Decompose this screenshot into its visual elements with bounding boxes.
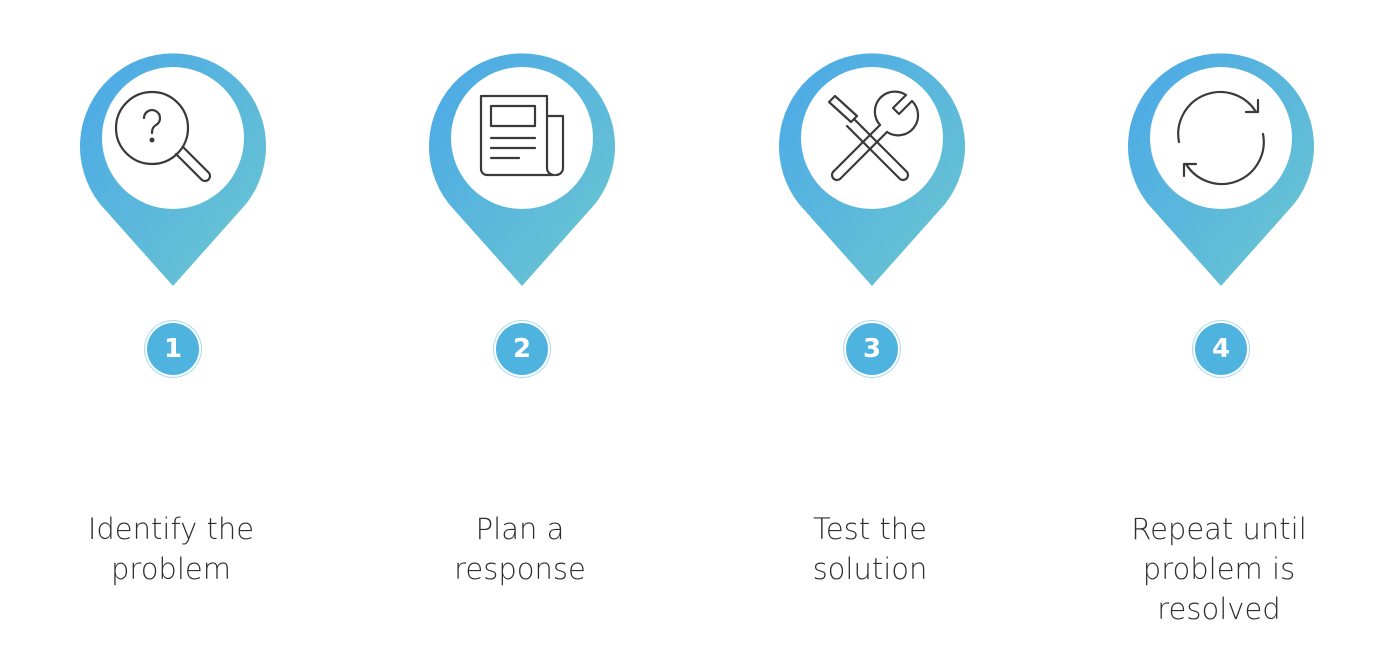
refresh-arrows-icon — [1177, 90, 1265, 186]
caption-line: problem is — [1142, 552, 1296, 586]
step-3: 3 Test the solution — [750, 0, 990, 648]
step-caption: Test the solution — [750, 509, 990, 589]
caption-line: response — [454, 552, 586, 586]
magnifier-question-icon — [114, 90, 212, 183]
step-caption: Repeat until problem is resolved — [1099, 509, 1339, 629]
step-number-badge: 4 — [1195, 323, 1247, 375]
map-pin-marker — [80, 46, 266, 286]
map-pin-marker — [779, 46, 965, 286]
caption-line: problem — [111, 552, 231, 586]
step-4: 4 Repeat until problem is resolved — [1099, 0, 1339, 648]
step-number-badge: 1 — [147, 323, 199, 375]
caption-line: Test the — [813, 512, 927, 546]
map-pin-marker — [429, 46, 615, 286]
caption-line: solution — [812, 552, 928, 586]
caption-line: resolved — [1157, 592, 1281, 626]
caption-line: Repeat until — [1131, 512, 1307, 546]
step-caption: Plan a response — [400, 509, 640, 589]
step-number-badge: 2 — [496, 323, 548, 375]
step-2: 2 Plan a response — [400, 0, 640, 648]
step-caption: Identify the problem — [51, 509, 291, 589]
step-1: 1 Identify the problem — [51, 0, 291, 648]
caption-line: Identify the — [87, 512, 255, 546]
screwdriver-wrench-icon — [827, 90, 920, 182]
map-pin-marker — [1128, 46, 1314, 286]
step-number-badge: 3 — [846, 323, 898, 375]
caption-line: Plan a — [475, 512, 565, 546]
newspaper-icon — [479, 94, 565, 177]
